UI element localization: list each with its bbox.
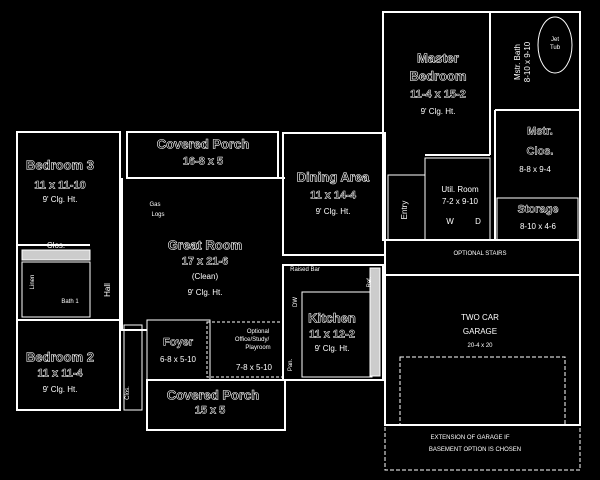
- foyer-walls: [146, 319, 211, 381]
- master-size: 11-4 x 15-2: [410, 88, 466, 101]
- great-room-label: Great Room: [167, 237, 243, 253]
- washer-label: W: [446, 217, 454, 226]
- closet-shelf: [21, 249, 91, 261]
- jet-tub-label: Jet: [550, 37, 560, 43]
- garage-door: [399, 356, 566, 426]
- foyer-size: 6-8 x 5-10: [159, 355, 197, 364]
- porch-bottom-size: 15 x 5: [194, 404, 226, 417]
- master-ceiling: 9' Clg. Ht.: [420, 107, 456, 116]
- garage-label-1: TWO CAR: [461, 313, 499, 322]
- bedroom2-label: Bedroom 2: [26, 349, 95, 365]
- office-line1: Optional: [246, 329, 270, 335]
- bedroom3-ceiling: 9' Clg. Ht.: [42, 195, 78, 204]
- garage-walls: [384, 274, 581, 426]
- master-label-1: Master: [417, 50, 460, 66]
- office-line3: Playroom: [245, 345, 271, 351]
- kitchen-size: 11 x 12-2: [309, 328, 355, 341]
- pantry-label: Pan.: [288, 358, 294, 372]
- office-walls: [206, 321, 284, 378]
- hall-label: Hall: [103, 283, 112, 297]
- great-room-size: 17 x 21-6: [181, 255, 229, 268]
- dining-walls: [282, 132, 386, 256]
- great-room-note: (Clean): [191, 272, 219, 281]
- ref-label: Ref.: [367, 276, 373, 288]
- office-line2: Office/Study/: [234, 337, 270, 343]
- garage-ext-1: EXTENSION OF GARAGE IF: [430, 435, 510, 441]
- bedroom3-size: 11 x 11-10: [34, 179, 86, 192]
- master-label-2: Bedroom: [409, 68, 467, 84]
- stairs-label: OPTIONAL STAIRS: [453, 251, 507, 257]
- bedroom3-label: Bedroom 3: [26, 157, 95, 173]
- master-bath-label: Mstr. Bath: [513, 43, 522, 81]
- dining-label: Dining Area: [296, 169, 370, 185]
- master-closet-label-2: Clos.: [526, 145, 554, 158]
- office-size: 7-8 x 5-10: [235, 363, 273, 372]
- porch-bottom-label: Covered Porch: [166, 387, 260, 403]
- closet2-label: Clos.: [125, 386, 131, 400]
- kitchen-ceiling: 9' Clg. Ht.: [314, 344, 350, 353]
- porch-top-walls: [126, 131, 279, 179]
- porch-top-label: Covered Porch: [156, 136, 250, 152]
- master-bath-size: 8-10 x 9-10: [523, 41, 532, 83]
- dining-size: 11 x 14-4: [310, 189, 356, 202]
- garage-size: 20-4 x 20: [467, 343, 493, 349]
- garage-label-2: GARAGE: [462, 327, 498, 336]
- stairs-walls: [384, 239, 581, 276]
- foyer-label: Foyer: [163, 336, 193, 349]
- closet3-label: Clos.: [46, 241, 66, 250]
- bedroom2-ceiling: 9' Clg. Ht.: [42, 385, 78, 394]
- counter: [369, 267, 381, 377]
- bath1-label: Bath 1: [61, 299, 79, 305]
- porch-top-size: 16-8 x 5: [182, 155, 224, 168]
- gas-logs-label: Gas: [149, 202, 161, 208]
- jet-tub-label-2: Tub: [549, 45, 561, 51]
- garage-ext-2: BASEMENT OPTION IS CHOSEN: [428, 447, 522, 453]
- raised-bar-label: Raised Bar: [290, 267, 320, 273]
- dw-label: DW: [293, 297, 299, 307]
- utility-label: Util. Room: [441, 185, 479, 194]
- utility-size: 7-2 x 9-10: [441, 197, 479, 206]
- gas-logs-label-2: Logs: [151, 212, 165, 218]
- dining-ceiling: 9' Clg. Ht.: [315, 207, 351, 216]
- porch-bottom-walls: [146, 379, 286, 431]
- storage-label: Storage: [517, 203, 559, 216]
- dryer-label: D: [475, 217, 481, 226]
- jet-tub-icon: [537, 16, 573, 74]
- master-closet-size: 8-8 x 9-4: [519, 165, 551, 174]
- bedroom2-size: 11 x 11-4: [37, 367, 83, 380]
- kitchen-label: Kitchen: [308, 310, 356, 326]
- closet2-walls: [123, 324, 143, 411]
- storage-size: 8-10 x 4-6: [519, 222, 557, 231]
- garage-extension: [384, 424, 581, 471]
- bath1-walls: [21, 261, 91, 318]
- master-closet-label-1: Mstr.: [527, 125, 553, 138]
- left-wing-walls: [16, 131, 121, 411]
- linen-label: Linen: [30, 274, 36, 290]
- great-room-ceiling: 9' Clg. Ht.: [187, 288, 223, 297]
- entry-label: Entry: [400, 200, 409, 220]
